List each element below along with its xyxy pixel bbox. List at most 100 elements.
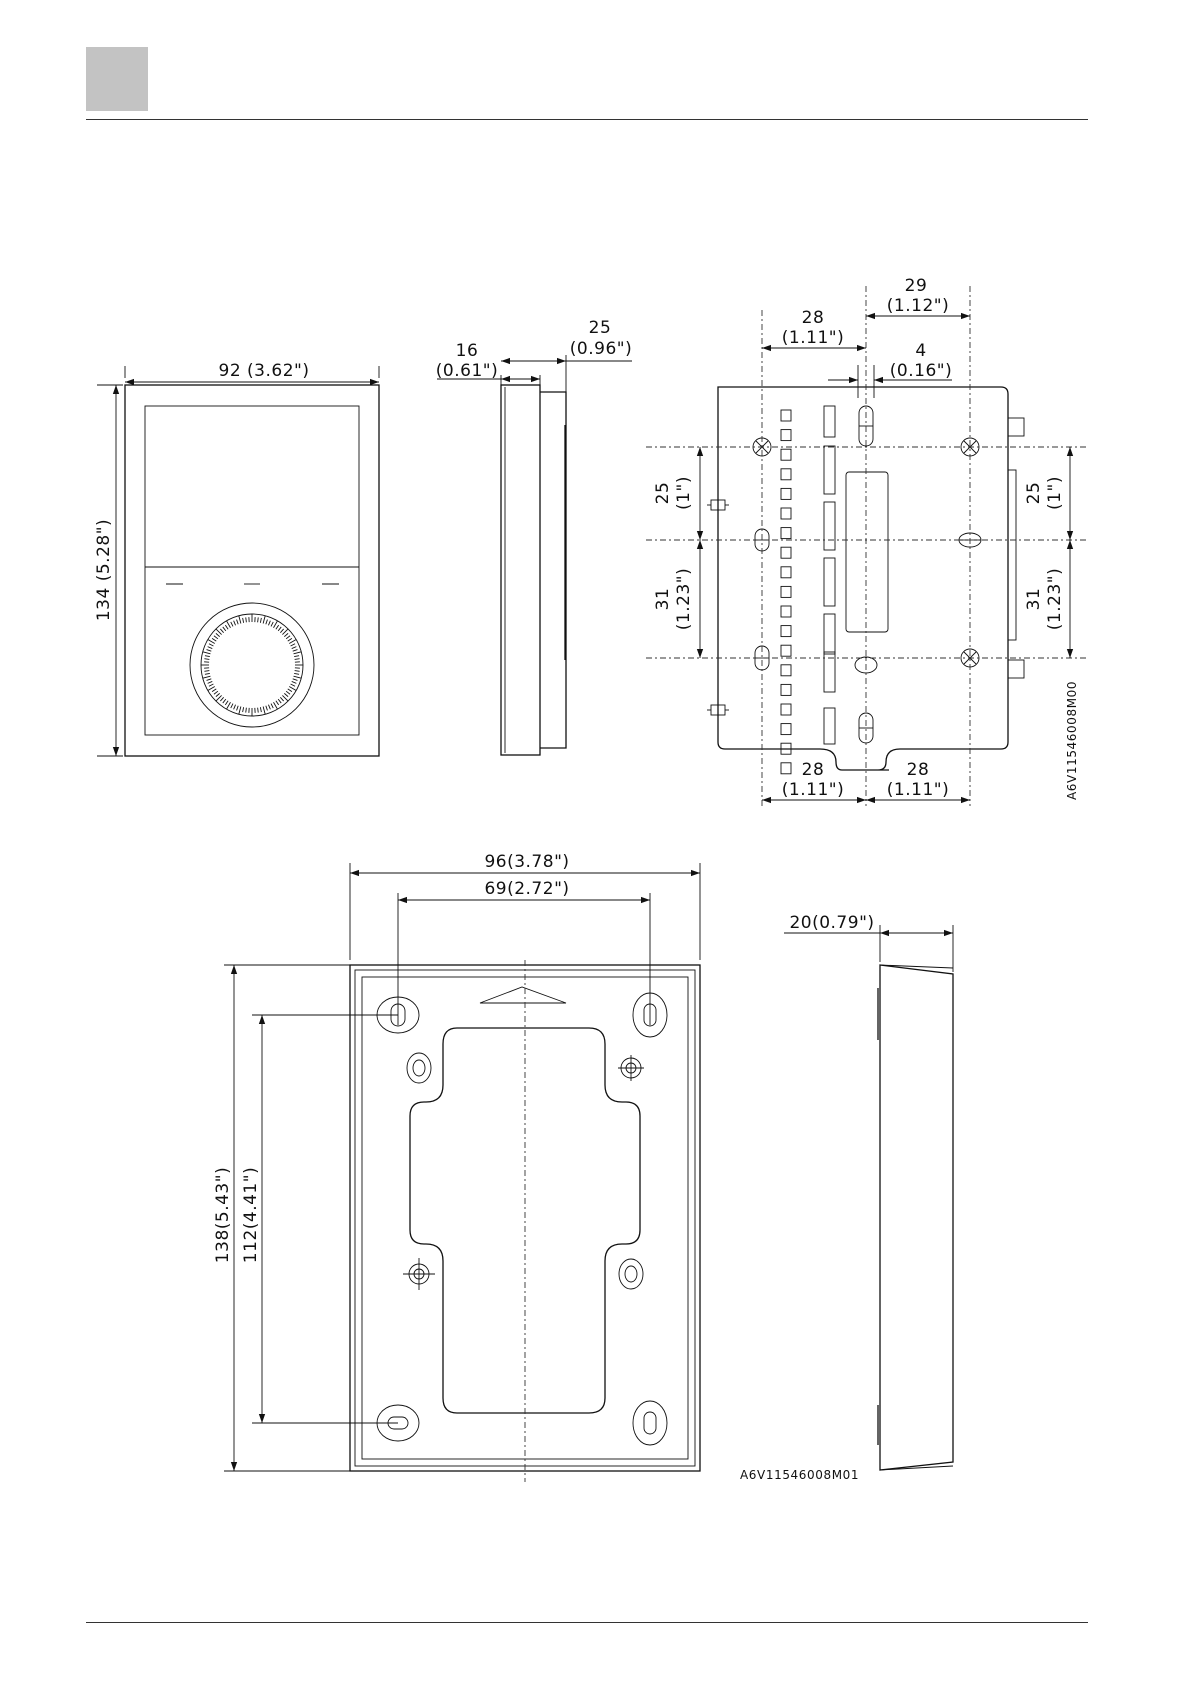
base-depth-label: 20(0.79"): [789, 913, 874, 933]
mount-left-upper: 25: [653, 482, 673, 505]
knob-tick: [292, 647, 297, 649]
mount-bottom-right: 28: [907, 760, 930, 780]
terminal: [781, 645, 791, 656]
fixing-hole-upper: [618, 1055, 644, 1081]
knob-tick: [263, 616, 265, 624]
knob-tick: [216, 693, 220, 696]
knob-tick: [278, 699, 281, 703]
knob-tick: [276, 625, 279, 629]
mount-right-lower: 31: [1024, 588, 1044, 611]
knob-tick: [239, 616, 241, 624]
knob-tick: [292, 681, 297, 683]
up-arrow-mark: [480, 987, 566, 1003]
knob-tick: [231, 704, 233, 708]
drawing-code-m01: A6V11546008M01: [740, 1468, 859, 1482]
side-depth-body-in: (0.61"): [436, 361, 498, 381]
knob-tick: [234, 621, 236, 626]
knob-tick: [286, 636, 290, 639]
front-view: 92 (3.62") 134 (5.28"): [94, 361, 379, 756]
knob-tick: [208, 687, 215, 691]
terminal: [781, 567, 791, 578]
mount-top-right: 29: [905, 276, 928, 296]
front-width-label: 92 (3.62"): [219, 361, 310, 381]
knob-tick: [286, 691, 290, 694]
knob-tick: [227, 621, 231, 628]
mount-gap: 4: [915, 341, 926, 361]
knob-tick: [204, 671, 209, 672]
mount-right-upper-in: (1"): [1045, 476, 1065, 510]
knob-tick: [268, 705, 270, 710]
mount-bottom-right-in: (1.11"): [887, 780, 949, 800]
knob-tick: [205, 673, 210, 674]
knob-tick: [295, 659, 300, 660]
vent-slot: [824, 502, 835, 550]
mounting-screws: [707, 406, 981, 743]
terminal: [781, 488, 791, 499]
knob-tick: [288, 638, 292, 641]
terminal: [781, 430, 791, 441]
base-side-view: 20(0.79"): [784, 913, 953, 1470]
terminal: [781, 508, 791, 519]
knob-tick: [291, 684, 295, 686]
knob-tick: [293, 650, 298, 652]
knob-tick: [223, 627, 226, 631]
knob-tick: [243, 618, 244, 623]
knob-tick: [289, 687, 296, 691]
hole-vertical-label: 112(4.41"): [241, 1167, 261, 1263]
base-height-label: 138(5.43"): [213, 1167, 233, 1263]
slot-column: [824, 406, 835, 744]
terminal: [781, 724, 791, 735]
knob-tick: [214, 691, 218, 694]
knob-tick: [260, 618, 261, 623]
hole-spacing-label: 69(2.72"): [484, 879, 569, 899]
knob-tick: [258, 617, 259, 622]
knob-tick: [204, 659, 209, 660]
knob-tick: [227, 702, 231, 709]
mount-top-right-in: (1.12"): [887, 296, 949, 316]
knob-tick: [220, 697, 223, 701]
knob-tick: [276, 701, 279, 705]
terminal: [781, 586, 791, 597]
knob-tick: [289, 640, 296, 644]
knob-tick: [208, 681, 213, 683]
knob-tick: [271, 622, 273, 626]
knob-tick: [278, 627, 281, 631]
knob-tick: [271, 704, 273, 708]
mounting-view: 28 (1.11") 29 (1.12") 4 (0.16") 25 (1") …: [646, 276, 1088, 806]
knob-tick: [274, 621, 278, 628]
knob-tick: [266, 706, 268, 711]
drawing-code-m00: A6V11546008M00: [1065, 681, 1079, 800]
terminal: [781, 547, 791, 558]
knob-tick: [205, 656, 210, 657]
knob-tick: [214, 636, 218, 639]
knob-tick: [237, 620, 239, 625]
terminal: [781, 469, 791, 480]
base-side-profile: [880, 965, 953, 1470]
vent-slot: [824, 614, 835, 654]
terminal: [781, 528, 791, 539]
knob-tick: [288, 689, 292, 692]
knob-tick: [263, 707, 265, 715]
knob-tick: [274, 702, 278, 709]
knob-tick: [260, 707, 261, 712]
mounting-plate: [718, 387, 1008, 770]
knob-tick: [220, 629, 223, 633]
knob-tick: [208, 647, 213, 649]
terminal: [781, 684, 791, 695]
keyhole-bottom-right: [633, 1401, 667, 1445]
knob-tick-ring: [201, 614, 303, 716]
mount-right-upper: 25: [1024, 482, 1044, 505]
knob-tick: [237, 706, 239, 711]
knob-tick: [216, 633, 220, 636]
knob-tick: [223, 699, 226, 703]
mount-gap-in: (0.16"): [890, 361, 952, 381]
fixing-hole-lower: [403, 1258, 435, 1290]
knob-tick: [294, 673, 299, 674]
knob-tick: [209, 644, 213, 646]
side-depth-total-in: (0.96"): [570, 339, 632, 359]
knob-tick: [203, 652, 211, 654]
knob-tick: [203, 676, 211, 678]
knob-tick: [294, 652, 302, 654]
terminal-column: [781, 410, 791, 774]
